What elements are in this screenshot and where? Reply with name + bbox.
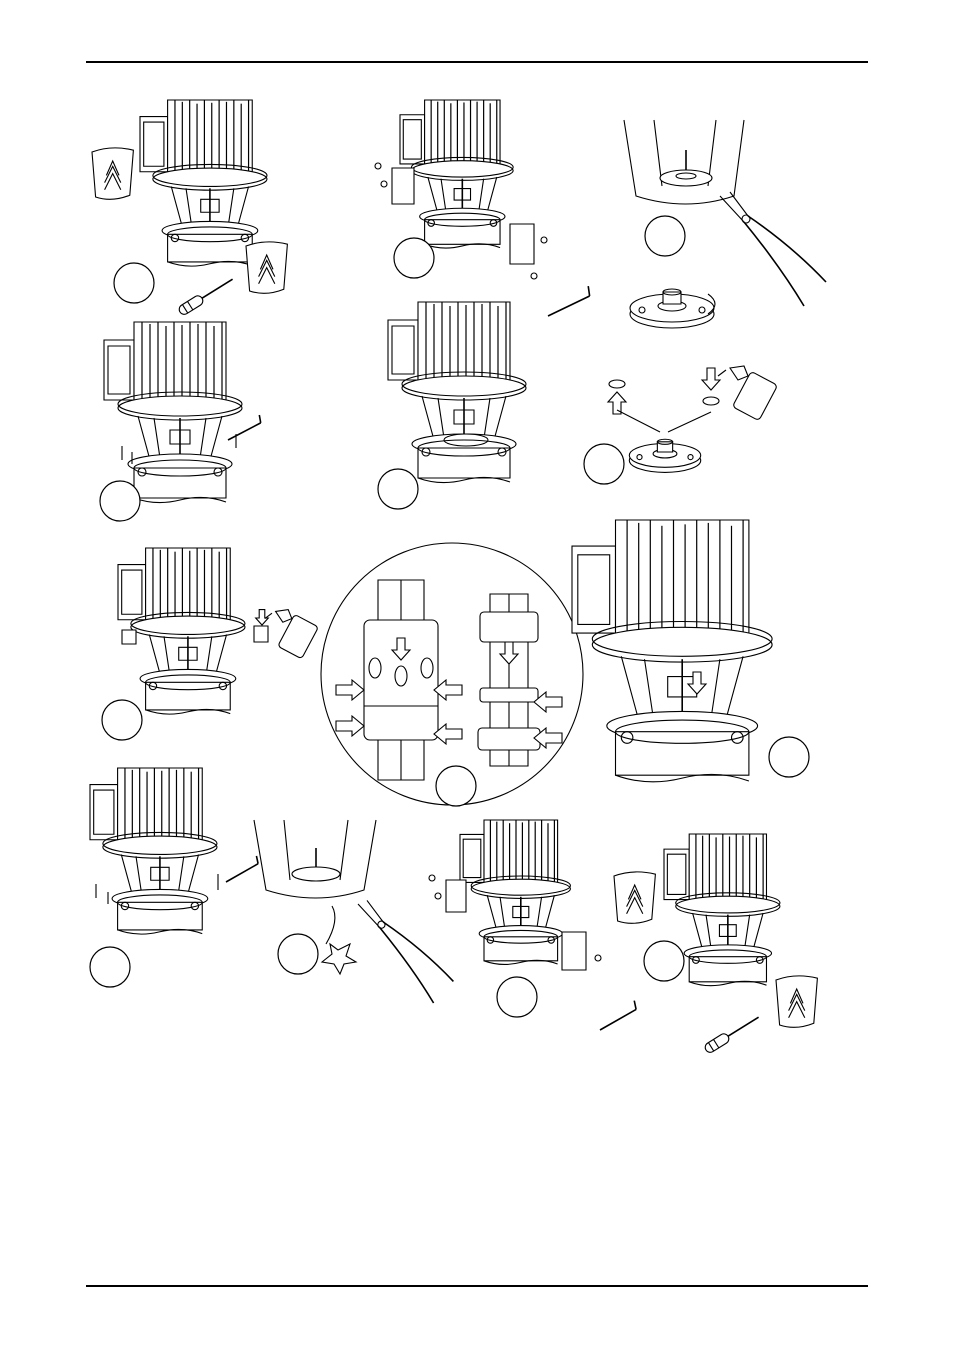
step-marker-5 <box>378 469 418 509</box>
allen-key-icon <box>545 286 592 316</box>
step-9-refit-motor <box>572 520 772 782</box>
step-marker-12 <box>497 977 537 1017</box>
screwdriver-icon <box>177 275 235 316</box>
spray-bottle-icon <box>718 366 778 421</box>
step-marker-1 <box>114 263 154 303</box>
step-11-fit-seal-ring <box>254 820 453 1003</box>
step-2-remove-coupling <box>375 100 592 316</box>
step-marker-11 <box>278 934 318 974</box>
step-marker-6 <box>584 444 624 484</box>
step-7-spray-seal <box>118 548 318 714</box>
step-6-lubricate-seal <box>608 366 778 472</box>
step-marker-4 <box>100 481 140 521</box>
step-marker-3 <box>645 216 685 256</box>
step-marker-9 <box>769 737 809 777</box>
step-10-tighten-bolts <box>90 768 260 934</box>
step-marker-7 <box>102 700 142 740</box>
step-marker-2 <box>394 238 434 278</box>
pliers-icon <box>720 192 826 306</box>
step-5-lift-motor <box>388 302 526 483</box>
step-4-loosen-bolts <box>104 322 263 503</box>
step-marker-8 <box>436 766 476 806</box>
step-marker-13 <box>644 941 684 981</box>
step-8-detail-shaft <box>321 543 583 805</box>
step-13-refit-covers <box>614 834 817 1054</box>
step-marker-10 <box>90 947 130 987</box>
